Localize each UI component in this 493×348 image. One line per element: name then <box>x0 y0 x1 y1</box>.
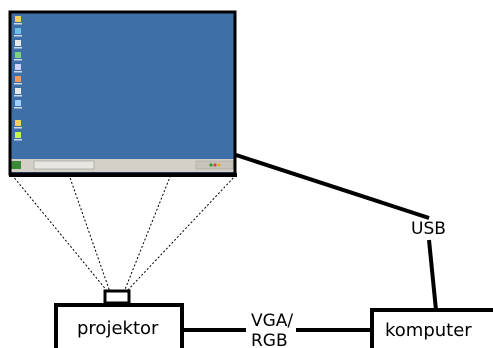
vga-label-line2: RGB <box>251 331 288 348</box>
projector-box <box>54 303 184 348</box>
desktop-icon-caption <box>14 107 22 109</box>
desktop-icon <box>15 16 21 22</box>
tray-status-icon <box>217 163 221 167</box>
desktop-icon <box>15 52 21 58</box>
desktop-icon <box>15 100 21 106</box>
desktop-icon-caption <box>14 71 22 73</box>
tray-status-icon <box>209 163 213 167</box>
desktop-icon <box>15 88 21 94</box>
desktop-icon <box>15 120 21 126</box>
projector-label: projektor <box>77 318 159 339</box>
beam-line-outer-right <box>125 174 237 293</box>
desktop-icon-caption <box>14 23 22 25</box>
desktop-icon-caption <box>14 139 22 141</box>
taskbar-window-button <box>33 160 95 170</box>
tray-status-icon <box>213 163 217 167</box>
desktop-icon-caption <box>14 59 22 61</box>
usb-cable <box>235 153 430 220</box>
computer-node: komputer <box>370 308 493 348</box>
desktop-icons <box>14 16 22 141</box>
desktop-icon-caption <box>14 95 22 97</box>
start-button-icon <box>11 161 21 169</box>
desktop-icon <box>15 132 21 138</box>
projector-lens <box>103 289 131 305</box>
usb-label: USB <box>411 219 446 239</box>
desktop-icon-caption <box>14 127 22 129</box>
projector-node: projektor <box>54 289 184 348</box>
vga-label-line1: VGA/ <box>251 311 293 331</box>
desktop-icon <box>15 64 21 70</box>
usb-cable-lower <box>427 239 438 311</box>
desktop-icon-caption <box>14 47 22 49</box>
desktop-icon-caption <box>14 35 22 37</box>
desktop-icon-caption <box>14 83 22 85</box>
computer-box <box>370 308 493 348</box>
desktop-icon <box>15 28 21 34</box>
screen-desktop <box>10 12 235 174</box>
beam-line-outer-left <box>11 174 109 293</box>
projection-screen <box>8 10 237 177</box>
computer-label: komputer <box>385 320 472 341</box>
desktop-icon <box>15 40 21 46</box>
desktop-icon <box>15 76 21 82</box>
